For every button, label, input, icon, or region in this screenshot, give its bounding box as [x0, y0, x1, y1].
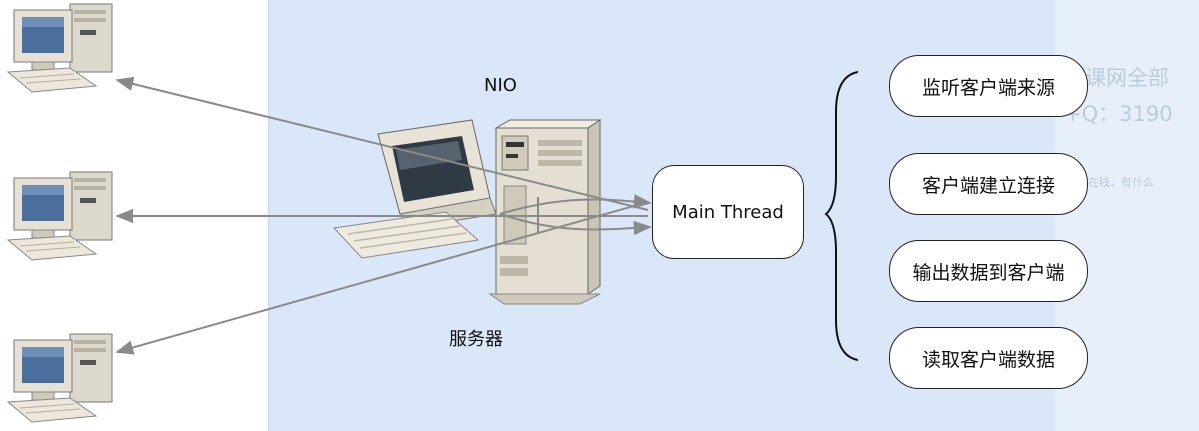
arrow-client-1	[115, 76, 649, 211]
diagram-title: NIO	[484, 75, 517, 96]
task-label: 读取客户端数据	[921, 348, 1055, 371]
task-label: 客户端建立连接	[921, 174, 1055, 197]
task-node: 读取客户端数据	[889, 327, 1088, 389]
server-computer-icon	[332, 119, 602, 305]
task-label: 输出数据到客户端	[912, 261, 1065, 284]
main-thread-node: Main Thread	[652, 165, 804, 259]
watermark-text: +Q：3190	[1064, 102, 1173, 126]
task-node: 输出数据到客户端	[889, 240, 1088, 302]
arrow-into-thread-1	[499, 194, 652, 215]
client-computer-icon	[7, 333, 113, 423]
task-label: 监听客户端来源	[921, 76, 1055, 99]
main-thread-label: Main Thread	[672, 201, 784, 223]
client-computer-icon	[7, 171, 113, 261]
client-computer-icon	[7, 3, 113, 93]
server-label: 服务器	[449, 329, 503, 350]
task-node: 监听客户端来源	[889, 55, 1088, 117]
watermark-text: 鱼不在线，有什么	[1066, 176, 1154, 189]
connection-arrows	[115, 76, 652, 355]
task-node: 客户端建立连接	[889, 153, 1088, 215]
arrow-into-thread-2	[499, 213, 652, 236]
curly-brace	[824, 71, 859, 361]
